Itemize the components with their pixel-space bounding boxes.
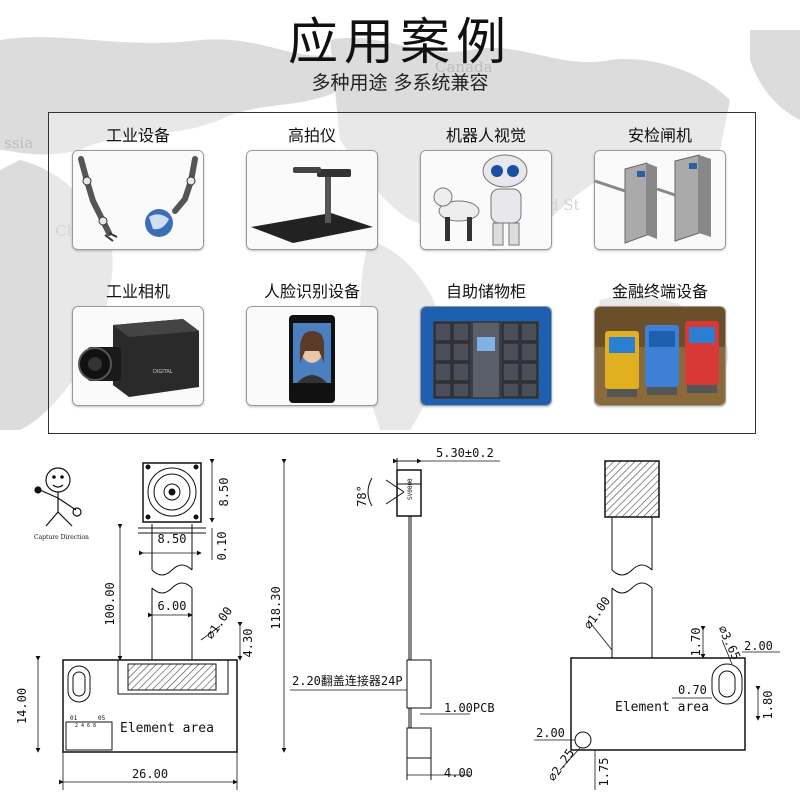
case-security-turnstile: 安检闸机 [580,125,740,250]
case-face-recognition: 人脸识别设备 [232,281,392,406]
dim-hole: ∅1.00 [203,604,235,642]
case-document-camera: 高拍仪 [232,125,392,250]
dim-cable-width: 6.00 [158,599,187,613]
dim-back-dia225: ∅2.25 [545,746,577,784]
case-label: 安检闸机 [627,126,692,145]
front-element-area: Element area [120,721,214,736]
atm-terminal-icon [594,306,726,406]
capture-direction-figure [34,467,82,527]
svg-text:DIGITAL: DIGITAL [153,369,173,375]
case-robot-vision: 机器人视觉 [406,125,566,250]
case-financial-terminal: 金融终端设备 [580,281,740,406]
dim-back-h175: 1.75 [597,758,611,787]
pin-numbers: 2 4 6 8 [75,723,96,729]
case-storage-locker: 自助储物柜 [406,281,566,406]
pin-label-left: 01 [70,715,78,722]
dim-back-w200: 2.00 [744,639,773,653]
case-label: 工业设备 [105,126,170,145]
map-label-russia: ssia [4,134,33,152]
dim-cable-length: 100.00 [103,582,117,625]
dim-board-height: 14.00 [15,688,29,724]
back-element-area: Element area [615,700,709,715]
dim-back-slot-dia: ∅3.65 [715,623,743,662]
side-view-dimensions [290,458,500,776]
face-recognition-terminal-icon [246,306,378,406]
dim-field-of-view: 78° [355,485,369,507]
dim-gap: 0.10 [215,532,229,561]
robot-arm-icon [72,150,204,250]
document-camera-icon [246,150,378,250]
industrial-camera-icon: DIGITAL [72,306,204,406]
dim-back-left200: 2.00 [536,726,565,740]
front-view-dimensions [35,459,287,790]
dim-back-hole: ∅1.00 [581,594,613,632]
dim-total-length: 118.30 [269,586,283,629]
side-view [367,458,432,780]
side-lens-text: SV0000 [407,478,414,500]
dim-lens-width: 8.50 [158,532,187,546]
dim-connector-offset: 4.30 [241,629,255,658]
case-label: 自助储物柜 [445,282,526,301]
turnstile-icon [594,150,726,250]
dim-side-width: 5.30±0.2 [436,446,494,460]
dim-connector-24p: 2.20翻盖连接器24P [292,673,403,688]
page-title: 应用案例 [288,13,512,71]
dim-board-width: 26.00 [132,767,168,781]
capture-direction-label: Capture Direction [34,534,89,541]
front-view [62,462,238,753]
locker-icon [420,306,552,406]
case-label: 人脸识别设备 [263,282,360,301]
dim-back-h170: 1.70 [689,628,703,657]
robot-dog-icon [420,150,552,250]
map-label-china: Ch [55,222,76,240]
dim-lens-height: 8.50 [217,478,231,507]
back-view-dimensions [534,619,780,790]
pin-label-right: 05 [98,715,106,722]
page-subtitle: 多种用途 多系统兼容 [311,72,489,94]
back-view [570,460,746,751]
dim-back-w070: 0.70 [678,683,707,697]
case-industrial-camera: 工业相机 DIGITAL [58,281,218,406]
case-label: 金融终端设备 [611,282,708,301]
dim-back-h180: 1.80 [761,691,775,720]
dim-pcb: 1.00PCB [444,701,495,715]
map-label-canada: Canada [435,58,493,76]
technical-drawing: Capture Direction [15,446,780,790]
case-label: 工业相机 [105,282,170,301]
case-label: 机器人视觉 [445,126,526,145]
dim-side-bottom: 4.00 [444,766,473,780]
case-label: 高拍仪 [287,126,336,145]
case-industrial-equipment: 工业设备 [58,125,218,250]
